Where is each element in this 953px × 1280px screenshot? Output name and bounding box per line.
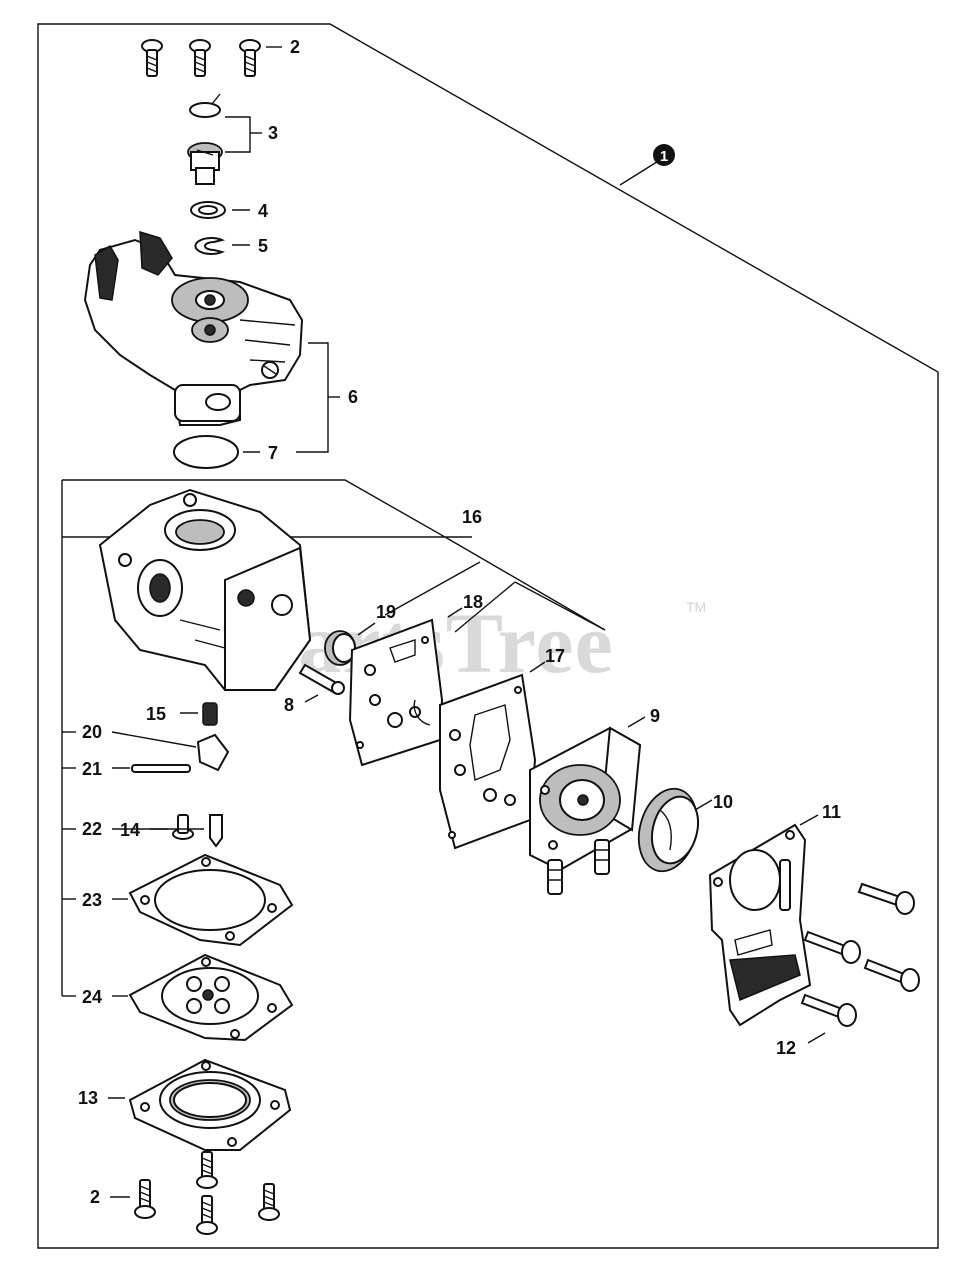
pump-diaphragm bbox=[439, 673, 537, 850]
callout-12: 12 bbox=[776, 1038, 796, 1058]
callout-21: 21 bbox=[82, 759, 102, 779]
assembly-frame bbox=[37, 23, 939, 1249]
screw-top-1 bbox=[141, 39, 163, 77]
callout-7: 7 bbox=[268, 443, 278, 463]
o-ring bbox=[173, 435, 239, 469]
callout-14: 14 bbox=[120, 820, 140, 840]
metering-lever bbox=[196, 733, 230, 772]
screw-bottom-4 bbox=[258, 1183, 280, 1221]
screw-bottom-2 bbox=[196, 1151, 218, 1189]
inlet-valve-needle bbox=[209, 814, 223, 848]
adjust-plug bbox=[187, 142, 223, 185]
callout-15: 15 bbox=[146, 704, 166, 724]
pump-body bbox=[529, 726, 642, 895]
cover-screw-4 bbox=[800, 993, 857, 1027]
callout-3: 3 bbox=[268, 123, 278, 143]
callout-9: 9 bbox=[650, 706, 660, 726]
callout-20: 20 bbox=[82, 722, 102, 742]
cover-screw-1 bbox=[857, 882, 915, 915]
callout-2-top: 2 bbox=[290, 37, 300, 57]
screw-bottom-3 bbox=[196, 1195, 218, 1235]
lever-pin bbox=[131, 764, 191, 773]
carburetor-cover-housing bbox=[83, 230, 304, 426]
filter-screen bbox=[324, 630, 356, 666]
lever-screw bbox=[172, 814, 194, 840]
callout-10: 10 bbox=[713, 792, 733, 812]
screw-bottom-1 bbox=[134, 1179, 156, 1219]
screw-top-2 bbox=[189, 39, 211, 77]
metering-gasket bbox=[128, 853, 294, 947]
diaphragm-cover bbox=[128, 1058, 292, 1151]
callout-13: 13 bbox=[78, 1088, 98, 1108]
e-clip bbox=[194, 237, 226, 255]
welch-plug bbox=[202, 702, 218, 726]
cover-screw-2 bbox=[803, 930, 861, 964]
metering-diaphragm bbox=[128, 953, 294, 1042]
callout-19: 19 bbox=[376, 602, 396, 622]
callout-24: 24 bbox=[82, 987, 102, 1007]
callout-18: 18 bbox=[463, 592, 483, 612]
inlet-needle bbox=[298, 663, 345, 695]
callout-23: 23 bbox=[82, 890, 102, 910]
callout-17: 17 bbox=[545, 646, 565, 666]
callout-5: 5 bbox=[258, 236, 268, 256]
callout-16: 16 bbox=[462, 507, 482, 527]
screw-top-3 bbox=[239, 39, 261, 77]
callout-22: 22 bbox=[82, 819, 102, 839]
cover-screw-3 bbox=[863, 958, 920, 992]
callout-6: 6 bbox=[348, 387, 358, 407]
assembly-marker bbox=[653, 144, 675, 166]
watermark-tm: TM bbox=[686, 599, 706, 615]
washer bbox=[190, 201, 226, 219]
primer-cover bbox=[708, 823, 812, 1027]
callout-8: 8 bbox=[284, 695, 294, 715]
retainer-clip bbox=[189, 93, 221, 118]
assembly-marker-label: 1 bbox=[660, 148, 668, 165]
primer-bulb bbox=[637, 787, 700, 873]
callout-11: 11 bbox=[822, 802, 841, 822]
carburetor-body bbox=[98, 488, 312, 691]
callout-2-bottom: 2 bbox=[90, 1187, 100, 1207]
callout-4: 4 bbox=[258, 201, 268, 221]
